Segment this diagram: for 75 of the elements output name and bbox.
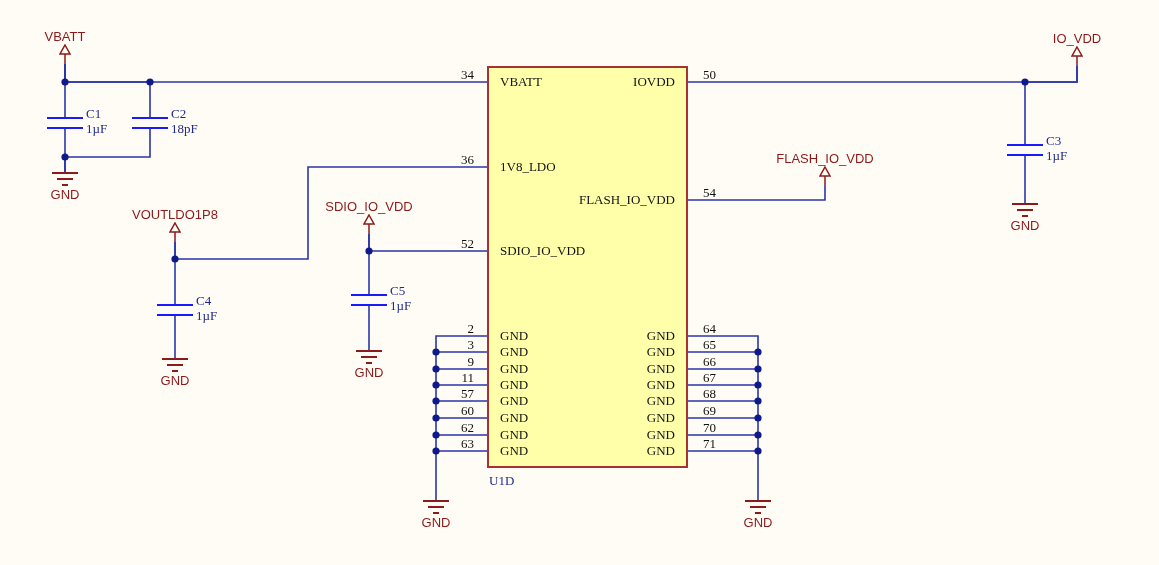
pin-name: GND [500,329,529,343]
pin-name: GND [500,428,529,442]
pin-number: 71 [703,437,716,451]
pin-name: GND [646,394,675,408]
pin-name: GND [646,444,675,458]
wire [368,233,370,295]
pin-number: 64 [703,322,716,336]
pin-number: 34 [461,68,474,82]
pin-number: 69 [703,404,716,418]
net-label: GND [354,366,384,380]
pin-number: 68 [703,387,716,401]
pin-number: 52 [461,237,474,251]
pin-name: GND [500,345,529,359]
wire [64,63,151,118]
pin-name: GND [500,444,529,458]
net-label: GND [1010,219,1040,233]
pin-name: GND [646,345,675,359]
reference-designator: C3 [1046,134,1062,148]
net-label: GND [421,516,451,530]
pin-name: GND [500,394,529,408]
pin-number: 66 [703,355,716,369]
pin-number: 70 [703,421,716,435]
pin-name: IOVDD [633,75,675,89]
pin-name: GND [646,329,675,343]
net-label: GND [50,188,80,202]
pin-name: GND [646,362,675,376]
net-label: GND [160,374,190,388]
pin-name: SDIO_IO_VDD [500,244,586,258]
reference-designator: U1D [489,474,515,488]
net-label: VOUTLDO1P8 [132,208,218,222]
reference-designator: C5 [390,284,406,298]
wire [687,185,826,201]
wire [687,335,759,501]
pin-number: 2 [467,322,474,336]
pin-number: 60 [461,404,474,418]
pin-name: GND [500,362,529,376]
wire [1024,65,1078,145]
pin-number: 3 [467,338,474,352]
capacitance-value: 1µF [390,299,412,313]
wire [64,128,151,173]
capacitance-value: 1µF [1046,149,1068,163]
reference-designator: C4 [196,294,212,308]
wire [1024,155,1026,204]
pin-name: VBATT [500,75,542,89]
pin-number: 54 [703,186,716,200]
capacitance-value: 1µF [196,309,218,323]
wire [174,241,176,305]
wire [174,315,176,359]
reference-designator: C1 [86,107,102,121]
net-label: SDIO_IO_VDD [325,200,413,214]
pin-number: 11 [461,371,474,385]
net-label: FLASH_IO_VDD [776,152,874,166]
pin-name: GND [646,411,675,425]
wire [368,305,370,351]
net-label: GND [743,516,773,530]
pin-number: 65 [703,338,716,352]
capacitance-value: 18pF [171,122,198,136]
reference-designator: C2 [171,107,187,121]
pin-name: FLASH_IO_VDD [578,193,675,207]
pin-number: 9 [467,355,474,369]
pin-number: 57 [461,387,474,401]
net-label: VBATT [44,30,86,44]
net-label: IO_VDD [1052,32,1102,46]
pin-name: GND [646,428,675,442]
pin-name: GND [500,411,529,425]
pin-number: 63 [461,437,474,451]
pin-number: 67 [703,371,716,385]
capacitance-value: 1µF [86,122,108,136]
pin-number: 36 [461,153,474,167]
pin-number: 62 [461,421,474,435]
pin-number: 50 [703,68,716,82]
pin-name: GND [646,378,675,392]
pin-name: GND [500,378,529,392]
wire [435,335,488,501]
pin-name: 1V8_LDO [500,160,556,174]
